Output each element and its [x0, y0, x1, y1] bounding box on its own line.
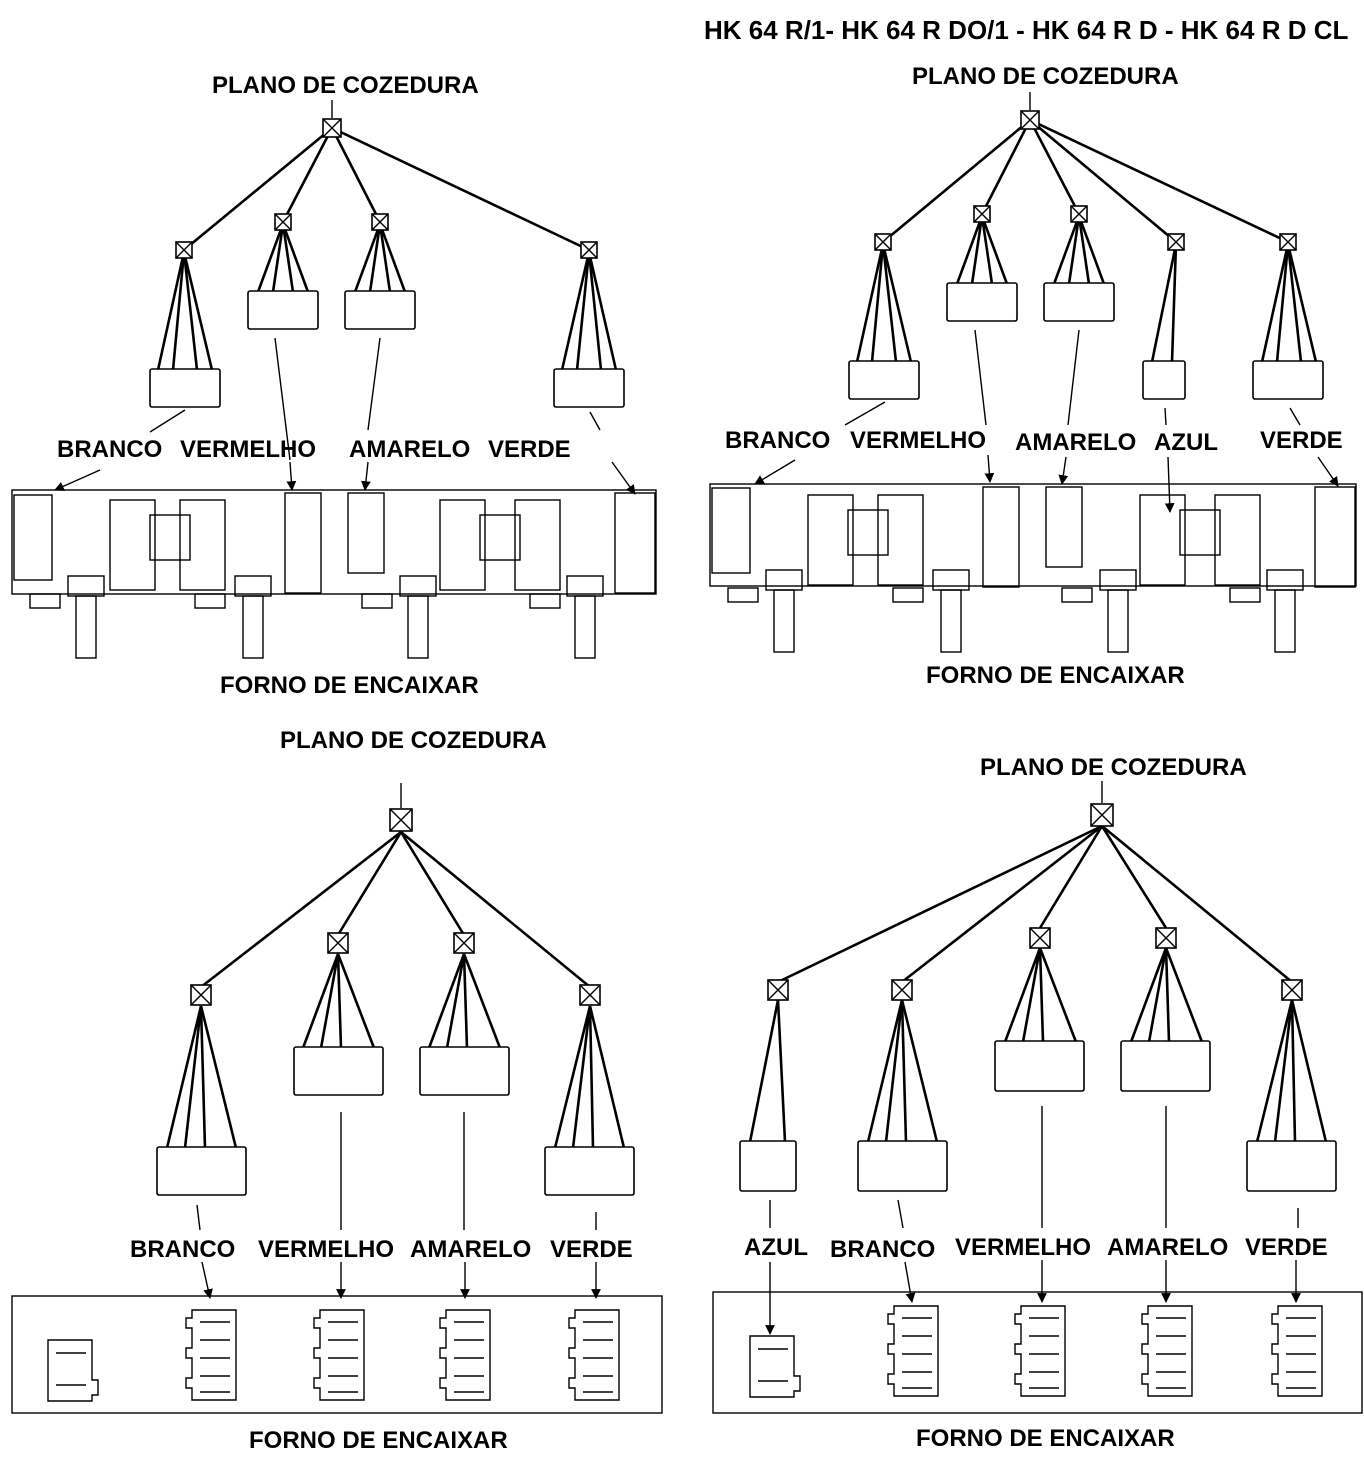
wire-label-verde: VERDE — [488, 436, 571, 463]
oven-label: FORNO DE ENCAIXAR — [916, 1425, 1175, 1452]
oven-label: FORNO DE ENCAIXAR — [249, 1427, 508, 1454]
wire-label-branco: BRANCO — [725, 427, 831, 454]
wire-label-branco: BRANCO — [830, 1236, 936, 1263]
wire-label-vermelho: VERMELHO — [180, 436, 317, 463]
panel-4-harness — [712, 781, 1363, 1414]
model-title: HK 64 R/1- HK 64 R DO/1 - HK 64 R D - HK… — [704, 15, 1349, 45]
wire-label-amarelo: AMARELO — [349, 436, 471, 463]
wire-label-vermelho: VERMELHO — [850, 427, 987, 454]
oven-label: FORNO DE ENCAIXAR — [220, 672, 479, 699]
wire-label-branco: BRANCO — [130, 1236, 236, 1263]
cooktop-label: PLANO DE COZEDURA — [980, 754, 1247, 781]
wire-label-verde: VERDE — [550, 1236, 633, 1263]
oven-label: FORNO DE ENCAIXAR — [926, 662, 1185, 689]
cooktop-label: PLANO DE COZEDURA — [912, 63, 1179, 90]
panel-2-harness — [709, 92, 1357, 653]
wire-label-vermelho: VERMELHO — [955, 1234, 1092, 1261]
wire-label-amarelo: AMARELO — [1015, 429, 1137, 456]
cooktop-label: PLANO DE COZEDURA — [212, 72, 479, 99]
cooktop-label: PLANO DE COZEDURA — [280, 727, 547, 754]
wire-label-branco: BRANCO — [57, 436, 163, 463]
panel-1-harness — [11, 100, 657, 659]
wire-label-amarelo: AMARELO — [1107, 1234, 1229, 1261]
wire-label-verde: VERDE — [1260, 427, 1343, 454]
wire-label-verde: VERDE — [1245, 1234, 1328, 1261]
wire-label-azul: AZUL — [1154, 429, 1218, 456]
wire-label-vermelho: VERMELHO — [258, 1236, 395, 1263]
wire-label-azul: AZUL — [744, 1234, 808, 1261]
panel-3-harness — [11, 783, 663, 1414]
wire-label-amarelo: AMARELO — [410, 1236, 532, 1263]
